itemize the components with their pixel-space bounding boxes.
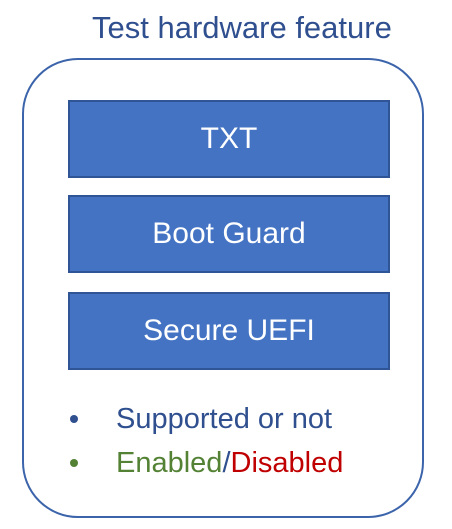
feature-box-txt: TXT xyxy=(68,100,390,178)
bullet-dot-icon xyxy=(70,459,78,467)
bullet-dot-icon xyxy=(70,415,78,423)
feature-label-boot-guard: Boot Guard xyxy=(152,217,306,250)
bullet-text-enabled: Enabled xyxy=(116,447,223,479)
bullet-list: Supported or not Enabled/Disabled xyxy=(70,397,343,485)
feature-box-secure-uefi: Secure UEFI xyxy=(68,292,390,370)
feature-label-secure-uefi: Secure UEFI xyxy=(143,314,315,347)
feature-label-txt: TXT xyxy=(200,122,258,155)
diagram-title: Test hardware feature xyxy=(92,10,392,45)
bullet-item-supported: Supported or not xyxy=(70,397,343,441)
bullet-text-supported: Supported or not xyxy=(116,403,333,435)
feature-container xyxy=(22,58,424,518)
bullet-text-separator: / xyxy=(222,447,231,479)
bullet-text-disabled: Disabled xyxy=(230,447,344,479)
bullet-item-enabled-disabled: Enabled/Disabled xyxy=(70,441,343,485)
feature-box-boot-guard: Boot Guard xyxy=(68,195,390,273)
